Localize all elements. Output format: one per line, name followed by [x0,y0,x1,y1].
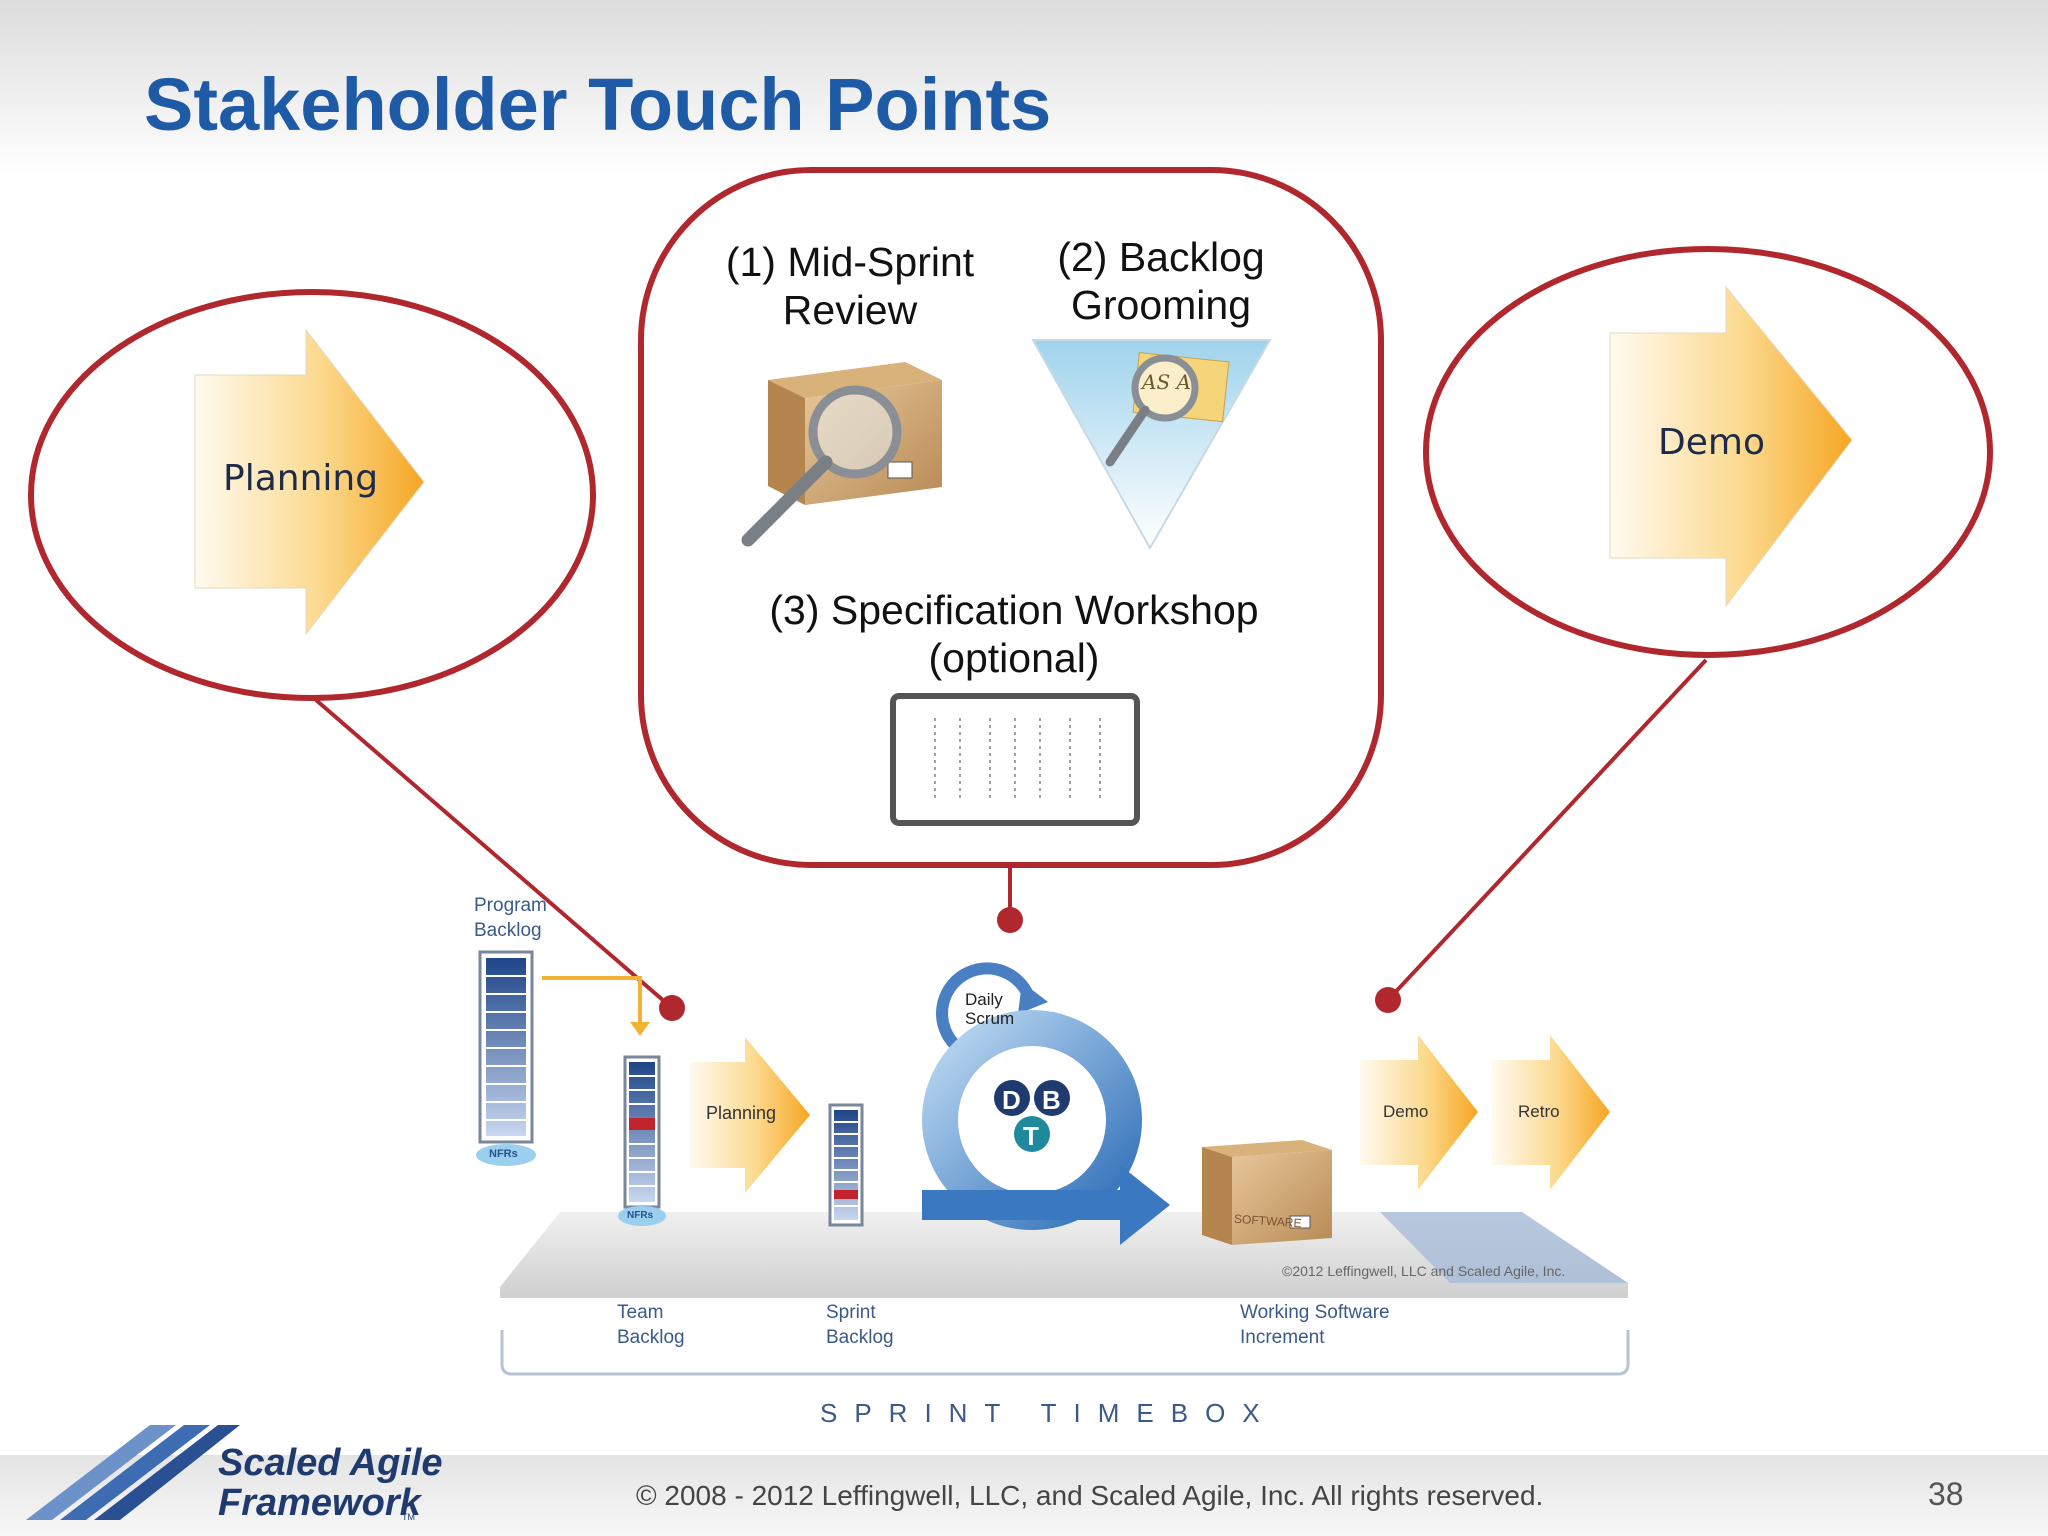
sprint-backlog-label: Sprint Backlog [826,1302,894,1348]
logo-line1: Scaled Agile [218,1442,443,1484]
diagram-retro-arrow [1492,1035,1610,1190]
logo-line2: Framework [218,1482,421,1524]
backlog-grooming-label: (2) Backlog Grooming [1057,234,1265,328]
team-nfrs-tag: NFRs [627,1210,654,1221]
backlog-grooming-triangle-icon [1031,339,1272,551]
platform-copyright: ©2012 Leffingwell, LLC and Scaled Agile,… [1282,1263,1566,1279]
planning-connector-line [314,698,674,1010]
slide-title: Stakeholder Touch Points [144,63,1052,146]
mid-sprint-review-label: (1) Mid-Sprint Review [725,239,975,333]
specification-workshop-label: (3) Specification Workshop (optional) [769,587,1259,681]
specification-workshop-whiteboard-icon [890,693,1140,826]
framework-logo-mark [26,1425,240,1520]
diagram-planning-arrow [690,1037,810,1193]
diagram-demo-arrow [1360,1035,1478,1190]
page-number: 38 [1928,1476,1964,1512]
middle-connector-dot [997,907,1023,933]
timebox-bracket [500,1330,1630,1376]
daily-scrum-label: Daily Scrum [965,990,1015,1028]
demo-connector-line [1386,658,1708,1002]
dbt-d-letter: D [1002,1085,1021,1115]
footer-copyright: © 2008 - 2012 Leffingwell, LLC, and Scal… [636,1480,1544,1511]
demo-arrow-shape [1609,285,1853,608]
grooming-note-text: AS A [1142,370,1191,394]
sprint-timebox-label: SPRINT TIMEBOX [820,1398,1277,1428]
logo-trademark: TM [402,1512,415,1522]
working-software-label: Working Software Increment [1240,1302,1390,1348]
diagram-demo-label: Demo [1383,1102,1429,1121]
daily-scrum-loop [936,962,1048,1050]
mid-sprint-review-box-icon [741,362,942,547]
demo-callout-ellipse [1423,246,1993,658]
sprint-backlog-stack [828,1103,864,1227]
program-backlog-label: Program Backlog [474,895,547,941]
diagram-planning-label: Planning [706,1103,777,1123]
planning-connector-dot [659,995,685,1021]
working-software-box [1202,1140,1332,1245]
planning-callout-label: Planning [223,458,379,499]
diagram-retro-label: Retro [1518,1102,1560,1121]
demo-connector-dot [1375,987,1401,1013]
demo-callout-label: Demo [1658,422,1765,463]
sprint-platform [500,1212,1628,1298]
planning-arrow-shape [194,328,425,636]
team-backlog-label: Team Backlog [617,1302,685,1348]
team-backlog-stack [618,1055,666,1226]
planning-callout-ellipse [28,289,596,701]
program-nfrs-tag: NFRs [489,1148,518,1160]
dbt-t-letter: T [1023,1121,1039,1151]
dbt-b-letter: B [1042,1085,1061,1115]
program-backlog-stack [476,950,536,1166]
touch-points-callout-box [638,167,1384,868]
sprint-cycle-ring [922,1010,1170,1245]
